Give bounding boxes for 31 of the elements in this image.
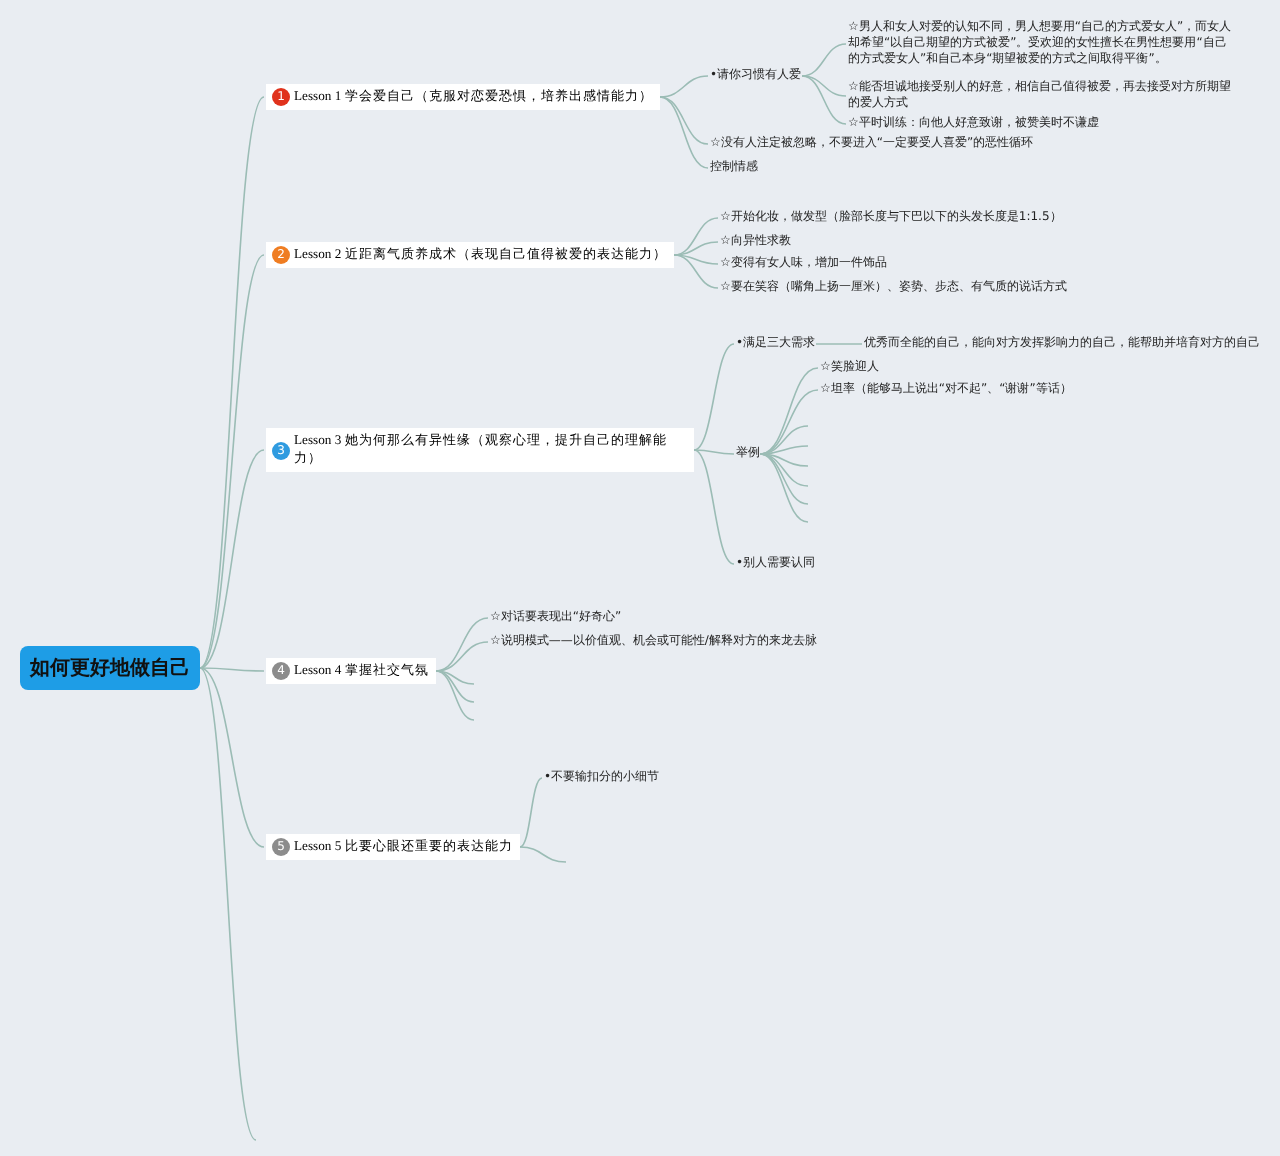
- connector-line: [759, 389, 819, 455]
- connector-line: [435, 670, 475, 721]
- connector-line: [199, 667, 257, 1141]
- connector-line: [673, 217, 719, 256]
- connector-line: [659, 96, 709, 145]
- topic-box: [266, 658, 437, 684]
- connector-line: [693, 449, 735, 565]
- topic-box: [266, 834, 521, 860]
- connector-line: [673, 241, 719, 256]
- connector-line: [435, 617, 489, 672]
- topic-box: [266, 428, 694, 472]
- connector-line: [199, 667, 265, 848]
- central-topic-box: 如何更好地做自己: [20, 646, 200, 690]
- connector-line: [693, 449, 735, 455]
- connector-line: [199, 96, 265, 669]
- connector-line: [693, 343, 735, 451]
- connector-line: [519, 846, 567, 863]
- connector-line: [801, 75, 847, 97]
- connector-line: [801, 43, 847, 77]
- topic-box: [266, 242, 675, 268]
- connector-line: [435, 641, 489, 672]
- connector-line: [673, 254, 719, 289]
- connector-line: [199, 449, 265, 669]
- topic-box: [266, 84, 661, 110]
- connector-line: [801, 75, 847, 125]
- connector-line: [659, 75, 709, 98]
- connector-line: [199, 254, 265, 669]
- connector-line: [519, 777, 543, 848]
- connector-line: [815, 343, 863, 345]
- connector-line: [199, 667, 265, 672]
- connector-line: [659, 96, 709, 169]
